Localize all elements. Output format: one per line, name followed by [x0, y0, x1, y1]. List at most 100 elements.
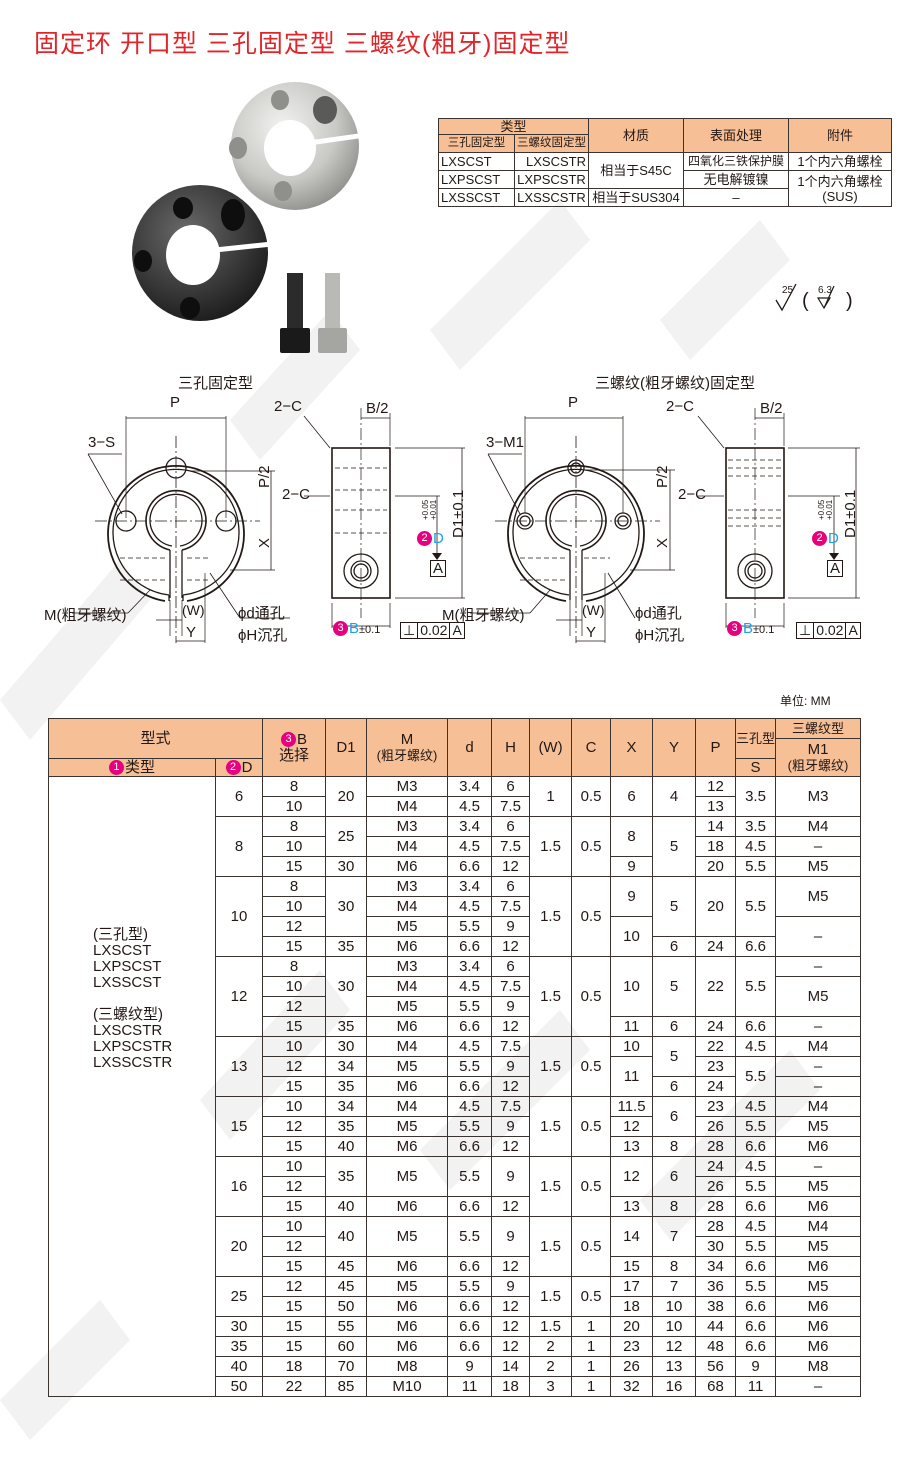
cell-d: 40	[214, 1356, 264, 1377]
dim-d: D	[828, 530, 839, 547]
cell-h: 6	[491, 816, 531, 837]
cell-m: M6	[366, 1316, 449, 1337]
label-thru-hole: ϕd通孔	[238, 605, 285, 622]
cell-c: 0.5	[571, 956, 612, 1037]
cell-s: 6.6	[735, 1016, 777, 1037]
cell-d1: 30	[325, 876, 368, 937]
cell-d1: 30	[325, 856, 368, 877]
cell-d: 35	[214, 1336, 264, 1357]
cell-p: 28	[695, 1196, 737, 1217]
cell-m: M6	[366, 856, 449, 877]
header-m: M(粗牙螺纹)	[366, 718, 449, 777]
black-collar-image	[132, 185, 271, 321]
cell-y: 5	[652, 876, 697, 937]
cell-h: 9	[491, 1216, 531, 1257]
cell-b: 12	[262, 996, 327, 1017]
cell-s: 6.6	[735, 1296, 777, 1317]
cell-m1: –	[775, 1056, 862, 1077]
cell-h: 12	[491, 1196, 531, 1217]
cell-d: 25	[214, 1276, 264, 1317]
cell-h: 9	[491, 996, 531, 1017]
cell-d: 3.4	[447, 816, 493, 837]
cell-m: M5	[366, 1156, 449, 1197]
cell-y: 8	[652, 1196, 697, 1217]
cell-m1: M5	[775, 1176, 862, 1197]
cell-d: 6.6	[447, 1296, 493, 1317]
cell-x: 10	[610, 956, 654, 1017]
cell-d: 3.4	[447, 956, 493, 977]
cell-x: 11	[610, 1056, 654, 1097]
spec-cell: LXPSCSTR	[514, 170, 589, 189]
cell-c: 0.5	[571, 1156, 612, 1217]
cell-m: M4	[366, 896, 449, 917]
cell-d: 4.5	[447, 836, 493, 857]
cell-p: 12	[695, 776, 737, 797]
cell-m: M6	[366, 1076, 449, 1097]
cell-b: 12	[262, 1276, 327, 1297]
cell-h: 6	[491, 776, 531, 797]
cell-w: 1.5	[529, 1096, 573, 1157]
cell-b: 15	[262, 1296, 327, 1317]
cell-x: 23	[610, 1336, 654, 1357]
cell-y: 4	[652, 776, 697, 817]
header-y: Y	[652, 718, 697, 777]
cell-w: 1.5	[529, 1276, 573, 1317]
cell-m1: –	[775, 916, 862, 957]
spec-header-surface: 表面处理	[683, 118, 789, 153]
cell-x: 15	[610, 1256, 654, 1277]
product-photo	[132, 82, 361, 353]
cell-s: 5.5	[735, 1116, 777, 1137]
perpendicular-icon: ⊥	[401, 623, 419, 638]
cell-p: 20	[695, 856, 737, 877]
cell-s: 5.5	[735, 1276, 777, 1297]
cell-d: 13	[214, 1036, 264, 1097]
cell-w: 1.5	[529, 1036, 573, 1097]
cell-w: 1.5	[529, 1316, 573, 1337]
cell-m: M3	[366, 816, 449, 837]
perp-datum: A	[848, 622, 858, 638]
cell-x: 18	[610, 1296, 654, 1317]
cell-x: 6	[610, 776, 654, 817]
cell-d1: 70	[325, 1356, 368, 1377]
cell-d1: 35	[325, 1116, 368, 1137]
cell-w: 2	[529, 1336, 573, 1357]
header-h: H	[491, 718, 531, 777]
cell-m1: M4	[775, 1036, 862, 1057]
cell-m1: M3	[775, 776, 862, 817]
cell-m: M5	[366, 996, 449, 1017]
dim-w: (W)	[182, 602, 205, 618]
cell-y: 10	[652, 1316, 697, 1337]
cell-y: 6	[652, 1016, 697, 1037]
cell-b: 15	[262, 1076, 327, 1097]
cell-s: 5.5	[735, 856, 777, 877]
cell-d1: 30	[325, 1036, 368, 1057]
cell-d1: 20	[325, 776, 368, 817]
cell-m: M3	[366, 776, 449, 797]
cell-h: 12	[491, 1136, 531, 1157]
cell-x: 17	[610, 1276, 654, 1297]
type-line: LXPSCST	[93, 958, 162, 975]
cell-m: M5	[366, 1116, 449, 1137]
cell-d: 6.6	[447, 856, 493, 877]
cell-m: M4	[366, 1036, 449, 1057]
header-w: (W)	[529, 718, 573, 777]
cell-m: M8	[366, 1356, 449, 1377]
cell-m: M4	[366, 976, 449, 997]
spec-cell: LXSCST	[438, 152, 515, 171]
cell-s: 6.6	[735, 1136, 777, 1157]
cell-h: 12	[491, 936, 531, 957]
label-counterbore: ϕH沉孔	[635, 627, 685, 644]
cell-y: 5	[652, 816, 697, 877]
cell-b: 15	[262, 936, 327, 957]
dim-p: P	[568, 394, 579, 411]
cell-w: 1.5	[529, 876, 573, 957]
cell-x: 20	[610, 1316, 654, 1337]
label-counterbore: ϕH沉孔	[238, 627, 288, 644]
dim-x: X	[654, 537, 671, 548]
